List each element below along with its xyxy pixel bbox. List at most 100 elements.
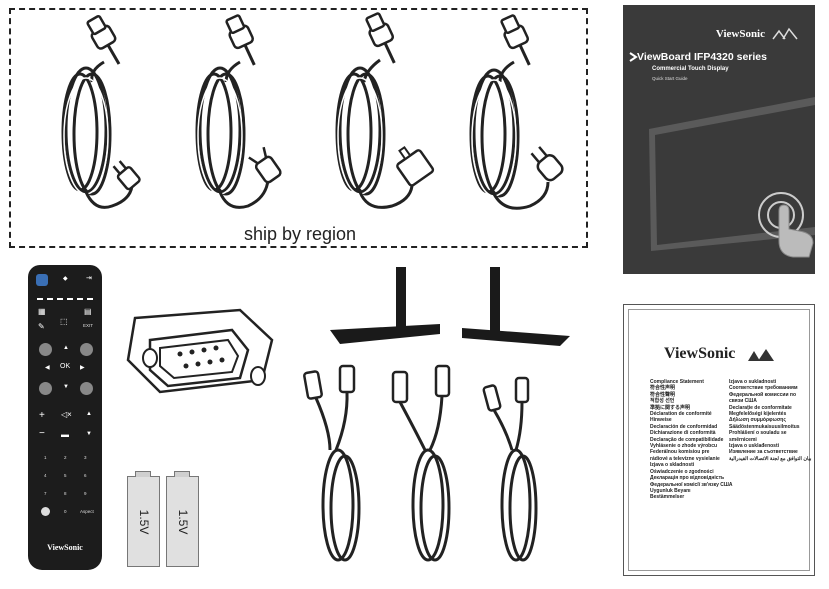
number-key: 5 xyxy=(64,473,67,478)
number-key: 0 xyxy=(64,509,67,514)
power-icon xyxy=(36,274,48,286)
power-cord-us xyxy=(61,12,141,209)
booklet-line: Megfelelőségi kijelentés xyxy=(729,411,787,418)
battery-cap xyxy=(174,471,190,477)
booklet-line: Соответствие требованиям xyxy=(729,385,798,392)
booklet-line: 準拠に関する声明 xyxy=(650,404,691,411)
exit-label: EXIT xyxy=(83,323,94,328)
mute-label: ◁× xyxy=(61,410,72,419)
booklet-line: Vyhlásenie o zhode výrobcu xyxy=(650,443,718,450)
booklet-line: Declarație de conformitate xyxy=(729,404,792,411)
us-plug-icon xyxy=(112,160,141,191)
menu-icon xyxy=(80,343,93,356)
booklet-line: Déclaration de conformité xyxy=(650,411,712,418)
remote-brand: ViewSonic xyxy=(47,543,83,552)
display-outline-icon xyxy=(649,97,815,258)
viewsonic-birds-logo-icon xyxy=(748,349,774,361)
booklet-line: связи США xyxy=(729,398,757,405)
booklet-line: بيان التوافق مع لجنة الاتصالات الفيدرالي… xyxy=(729,455,812,462)
booklet-line: Izjava o usklađenosti xyxy=(729,443,780,450)
booklet-line: Федеральной комиссии по xyxy=(729,391,796,398)
booklet-brand: ViewSonic xyxy=(664,345,736,362)
number-key: 4 xyxy=(44,473,47,478)
booklet-line: Декларація про відповідність xyxy=(650,475,725,482)
qsg-guide-label: Quick Start Guide xyxy=(652,76,688,81)
booklet-border xyxy=(628,309,810,571)
info-icon xyxy=(41,507,50,516)
arrow-up-icon: ▲ xyxy=(63,345,69,351)
viewsonic-birds-logo-icon xyxy=(772,27,798,40)
ship-by-region-label: ship by region xyxy=(244,224,357,244)
number-key: 1 xyxy=(44,455,47,460)
ok-button: OK xyxy=(60,363,71,370)
compliance-booklet: ViewSonic Compliance Statement 符合性声明 符合性… xyxy=(623,304,815,576)
booklet-line: Izjava o skladnosti xyxy=(650,462,695,469)
pen-icon: ✎ xyxy=(38,322,45,331)
number-key: 2 xyxy=(64,455,67,460)
booklet-line: 符合性聲明 xyxy=(650,391,676,398)
eu-plug-icon xyxy=(530,146,564,182)
booklet-line: Prohlášení o souladu se xyxy=(729,430,787,437)
booklet-line: Declaração de compatibilidade xyxy=(650,436,724,443)
color-keys-row xyxy=(37,298,93,302)
arrow-right-icon: ▶ xyxy=(80,365,85,371)
booklet-line: Федеральної комісії зв'язку США xyxy=(650,481,733,488)
usb-cable-icon xyxy=(391,364,451,562)
booklet-line: Изявление за съответствие xyxy=(729,449,798,456)
booklet-line: směrnicemi xyxy=(729,436,757,443)
chevron-right-icon xyxy=(629,52,638,62)
input-dot-icon: ◆ xyxy=(63,276,68,282)
hdmi-cable-icon xyxy=(303,364,361,562)
volume-down-label: − xyxy=(39,428,45,439)
screenshot-icon: ⬚ xyxy=(60,317,68,326)
volume-up-label: + xyxy=(39,410,45,421)
battery-cap xyxy=(135,471,151,477)
booklet-line: rádiové a televízne vysielanie xyxy=(650,455,720,462)
booklet-line: Federálnou komisiou pre xyxy=(650,449,710,456)
channel-down-icon: ▼ xyxy=(86,431,92,437)
power-cord-region xyxy=(9,8,588,248)
booklet-right-column: Izjava o sukladnosti Соответствие требов… xyxy=(729,379,811,462)
quick-start-guide: ViewSonic ViewBoard IFP4320 series Comme… xyxy=(623,5,815,274)
home-icon xyxy=(39,343,52,356)
document-icon: ▤ xyxy=(84,307,92,316)
booklet-line: 적합성 선언 xyxy=(650,398,675,405)
booklet-left-column: Compliance Statement 符合性声明 符合性聲明 적합성 선언 … xyxy=(650,379,733,501)
power-cord-eu xyxy=(469,12,564,210)
display-icon: ▬ xyxy=(61,430,69,439)
booklet-line: Izjava o sukladnosti xyxy=(729,379,777,385)
number-key: 8 xyxy=(64,491,67,496)
stand-feet-icon xyxy=(330,267,570,346)
battery-label: 1.5V xyxy=(175,509,190,534)
booklet-line: Bestämmelser xyxy=(650,494,685,501)
battery-label: 1.5V xyxy=(136,509,151,534)
home-grid-icon: ▦ xyxy=(38,307,46,316)
power-cord-uk xyxy=(335,10,435,209)
booklet-line: Hinweise xyxy=(650,417,672,424)
freeze-icon xyxy=(80,382,93,395)
uk-plug-icon xyxy=(396,145,435,187)
booklet-line: Uygunluk Beyanı xyxy=(650,487,691,494)
rs232-adapter-icon xyxy=(126,308,274,394)
aspect-label: Aspect xyxy=(80,509,94,514)
battery: 1.5V xyxy=(127,471,160,567)
battery: 1.5V xyxy=(166,471,199,567)
number-key: 6 xyxy=(84,473,87,478)
remote-control: ◆ ⇥ ▦ ▤ ✎ ⬚ EXIT ▲ ◀ OK ▶ ▼ + ◁× ▲ − ▬ ▼… xyxy=(28,265,102,570)
number-key: 9 xyxy=(84,491,87,496)
booklet-line: Declaración de conformidad xyxy=(650,423,718,430)
booklet-line: Säädöstenmukaisuusilmoitus xyxy=(729,423,800,430)
booklet-line: Δήλωση συμμόρφωσης xyxy=(729,417,786,424)
booklet-line: Oświadczenie o zgodności xyxy=(650,468,714,475)
touch-cable-icon xyxy=(482,376,538,562)
channel-up-icon: ▲ xyxy=(86,411,92,417)
input-source-icon: ⇥ xyxy=(86,275,92,282)
qsg-title: ViewBoard IFP4320 series xyxy=(637,51,767,63)
arrow-left-icon: ◀ xyxy=(45,365,50,371)
qsg-brand: ViewSonic xyxy=(715,28,765,40)
number-key: 3 xyxy=(84,455,87,460)
arrow-down-icon: ▼ xyxy=(63,384,69,390)
booklet-line: Compliance Statement xyxy=(650,379,704,385)
number-key: 7 xyxy=(44,491,47,496)
